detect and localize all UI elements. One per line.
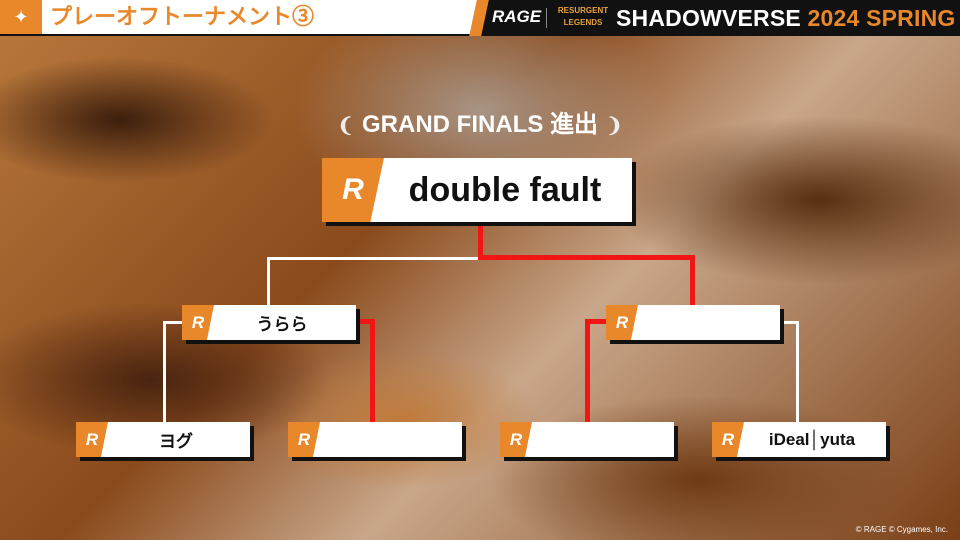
resurgent-legends-logo: RESURGENT LEGENDS: [557, 6, 609, 27]
copyright: © RAGE © Cygames, Inc.: [855, 525, 948, 534]
bracket-line: [796, 321, 799, 422]
winner-line: [690, 255, 695, 305]
laurel-right-icon: ❩: [606, 115, 623, 137]
rage-badge-icon: R: [182, 305, 214, 340]
winner-line: [585, 319, 590, 422]
team-name: double fault: [408, 170, 602, 209]
brand-name: SHADOWVERSE: [616, 5, 801, 31]
rage-badge-icon: R: [322, 158, 384, 222]
quarterfinal-slot: R: [288, 422, 462, 457]
rage-logo: RAGE: [492, 7, 542, 26]
semifinal-slot: R: [606, 305, 780, 340]
rage-badge-icon: R: [712, 422, 744, 457]
laurel-left-icon: ❨: [337, 115, 354, 137]
team-name: iDeal│yuta: [768, 429, 856, 449]
bracket-line: [163, 321, 166, 422]
tournament-emblem-icon: ✦: [0, 0, 42, 34]
bracket-line: [267, 257, 270, 305]
heading-text: GRAND FINALS 進出: [362, 111, 598, 138]
rage-badge-icon: R: [606, 305, 638, 340]
grand-finals-heading: ❨ GRAND FINALS 進出 ❩: [0, 110, 960, 141]
winner-line: [585, 319, 606, 324]
header-bar: ✦ プレーオフトーナメント③ RAGE RESURGENT LEGENDS SH…: [0, 0, 960, 36]
title-panel: [0, 0, 480, 34]
bracket-line: [163, 321, 183, 324]
bracket-line: [267, 257, 480, 260]
rage-badge-icon: R: [500, 422, 532, 457]
quarterfinal-slot: R: [500, 422, 674, 457]
winner-line: [370, 319, 375, 422]
event-title: SHADOWVERSE 2024 SPRING: [616, 5, 956, 31]
winner-line: [356, 319, 375, 324]
semifinal-slot: R うらら: [182, 305, 356, 340]
season-label: 2024 SPRING: [807, 5, 956, 31]
page-title: プレーオフトーナメント③: [50, 4, 315, 29]
winner-line: [478, 255, 695, 260]
bracket-line: [779, 321, 799, 324]
team-name: うらら: [256, 315, 308, 334]
winner-line: [478, 222, 483, 260]
logo-separator: [546, 8, 547, 28]
team-name: ヨグ: [159, 432, 193, 451]
rage-badge-icon: R: [288, 422, 320, 457]
